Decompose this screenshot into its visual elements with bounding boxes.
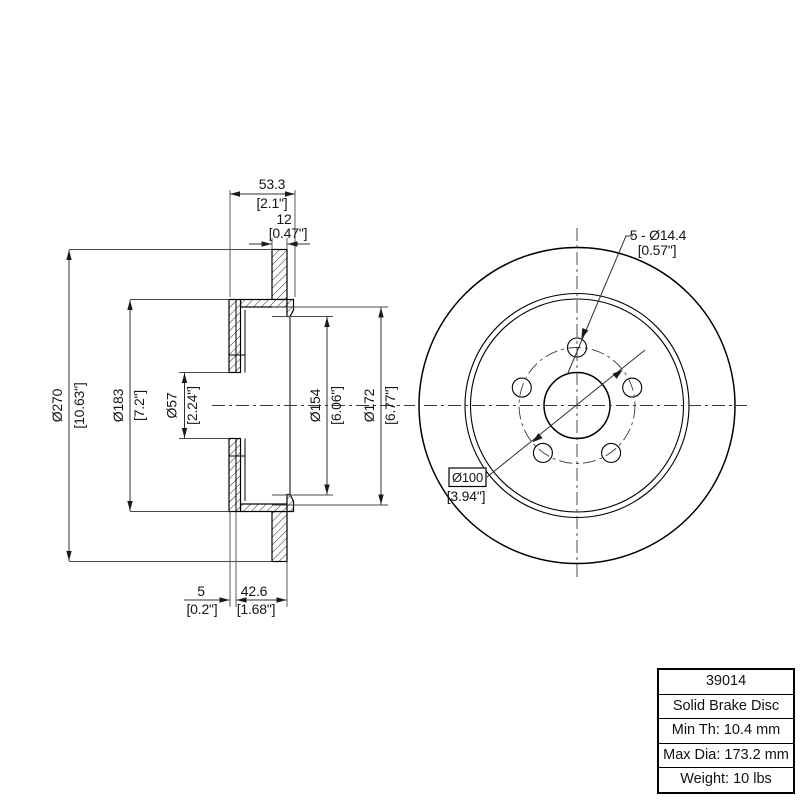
title-block-part-number: 39014 — [705, 673, 747, 689]
bolt-hole-lower-right — [601, 442, 622, 463]
dim-hat-depth: 42.6 [1.68"] — [236, 583, 287, 617]
bcd-label-box — [448, 467, 487, 488]
dim-inner154-diameter: Ø154 [6.06"] — [307, 317, 344, 495]
dim-depth-mm: 42.6 — [241, 583, 268, 599]
dim-lip-mm: 5 — [197, 583, 205, 599]
outboard-ridge-lower — [286, 493, 295, 513]
dim-outer-diameter: Ø270 [10.63"] — [49, 250, 87, 561]
dim-inner154-mm: Ø154 — [307, 388, 323, 422]
hat-band-upper-section — [239, 298, 288, 308]
dim-outer-mm: Ø270 — [49, 388, 65, 422]
dim-hat-mm: Ø183 — [110, 388, 126, 422]
bolt-hole-upper-left — [511, 377, 532, 398]
bolt-hole-lower-left — [532, 442, 553, 463]
bolt-note-in: [0.57"] — [638, 242, 677, 258]
section-view: 53.3 [2.1"] 12 [0.47"] Ø270 [10.63"] Ø18… — [49, 176, 415, 617]
dim-drum172-in: [6.77"] — [382, 386, 398, 425]
dim-lip-in: [0.2"] — [186, 601, 217, 617]
dim-bore-mm: Ø57 — [164, 392, 180, 418]
hub-face-upper-section — [228, 298, 242, 374]
bolt-hole-upper-right — [622, 377, 643, 398]
dim-hat-diameter: Ø183 [7.2"] — [110, 300, 147, 511]
title-block-weight: Weight: 10 lbs — [659, 767, 793, 792]
dim-drum172-mm: Ø172 — [361, 388, 377, 422]
outboard-ridge-upper — [286, 298, 295, 318]
front-view: 5 - Ø14.4 [0.57"] Ø100 [3.94"] — [418, 227, 747, 578]
dim-outer-in: [10.63"] — [71, 382, 87, 428]
dim-plate-thickness: 12 [0.47"] — [249, 211, 310, 247]
dim-bore-diameter: Ø57 [2.24"] — [164, 373, 200, 438]
dim-total-width-mm: 53.3 — [259, 176, 286, 192]
title-block: 39014 Solid Brake Disc Min Th: 10.4 mm M… — [657, 668, 795, 794]
bolt-circle-callout: Ø100 [3.94"] — [447, 349, 646, 504]
dim-depth-in: [1.68"] — [237, 601, 276, 617]
dim-drum172-diameter: Ø172 [6.77"] — [361, 307, 398, 505]
bolt-note-mm: 5 - Ø14.4 — [630, 227, 687, 243]
dim-plate-in: [0.47"] — [269, 225, 308, 241]
bcd-mm: Ø100 — [452, 470, 483, 485]
title-block-max-diameter: Max Dia: 173.2 mm — [659, 742, 793, 768]
dim-total-width: 53.3 [2.1"] — [230, 176, 295, 211]
friction-plate-upper-section — [271, 248, 288, 301]
title-block-min-thickness: Min Th: 10.4 mm — [659, 718, 793, 743]
hub-face-lower-section — [228, 437, 242, 513]
friction-plate-lower-section — [271, 510, 288, 563]
dim-hat-in: [7.2"] — [131, 390, 147, 421]
dim-plate-mm: 12 — [276, 211, 292, 227]
bcd-in: [3.94"] — [447, 488, 486, 504]
dim-lip: 5 [0.2"] — [184, 583, 230, 617]
bolt-hole-callout: 5 - Ø14.4 [0.57"] — [567, 227, 687, 375]
dim-bore-in: [2.24"] — [184, 386, 200, 425]
dim-total-width-in: [2.1"] — [256, 195, 287, 211]
title-block-description: Solid Brake Disc — [659, 693, 793, 719]
dim-inner154-in: [6.06"] — [328, 386, 344, 425]
